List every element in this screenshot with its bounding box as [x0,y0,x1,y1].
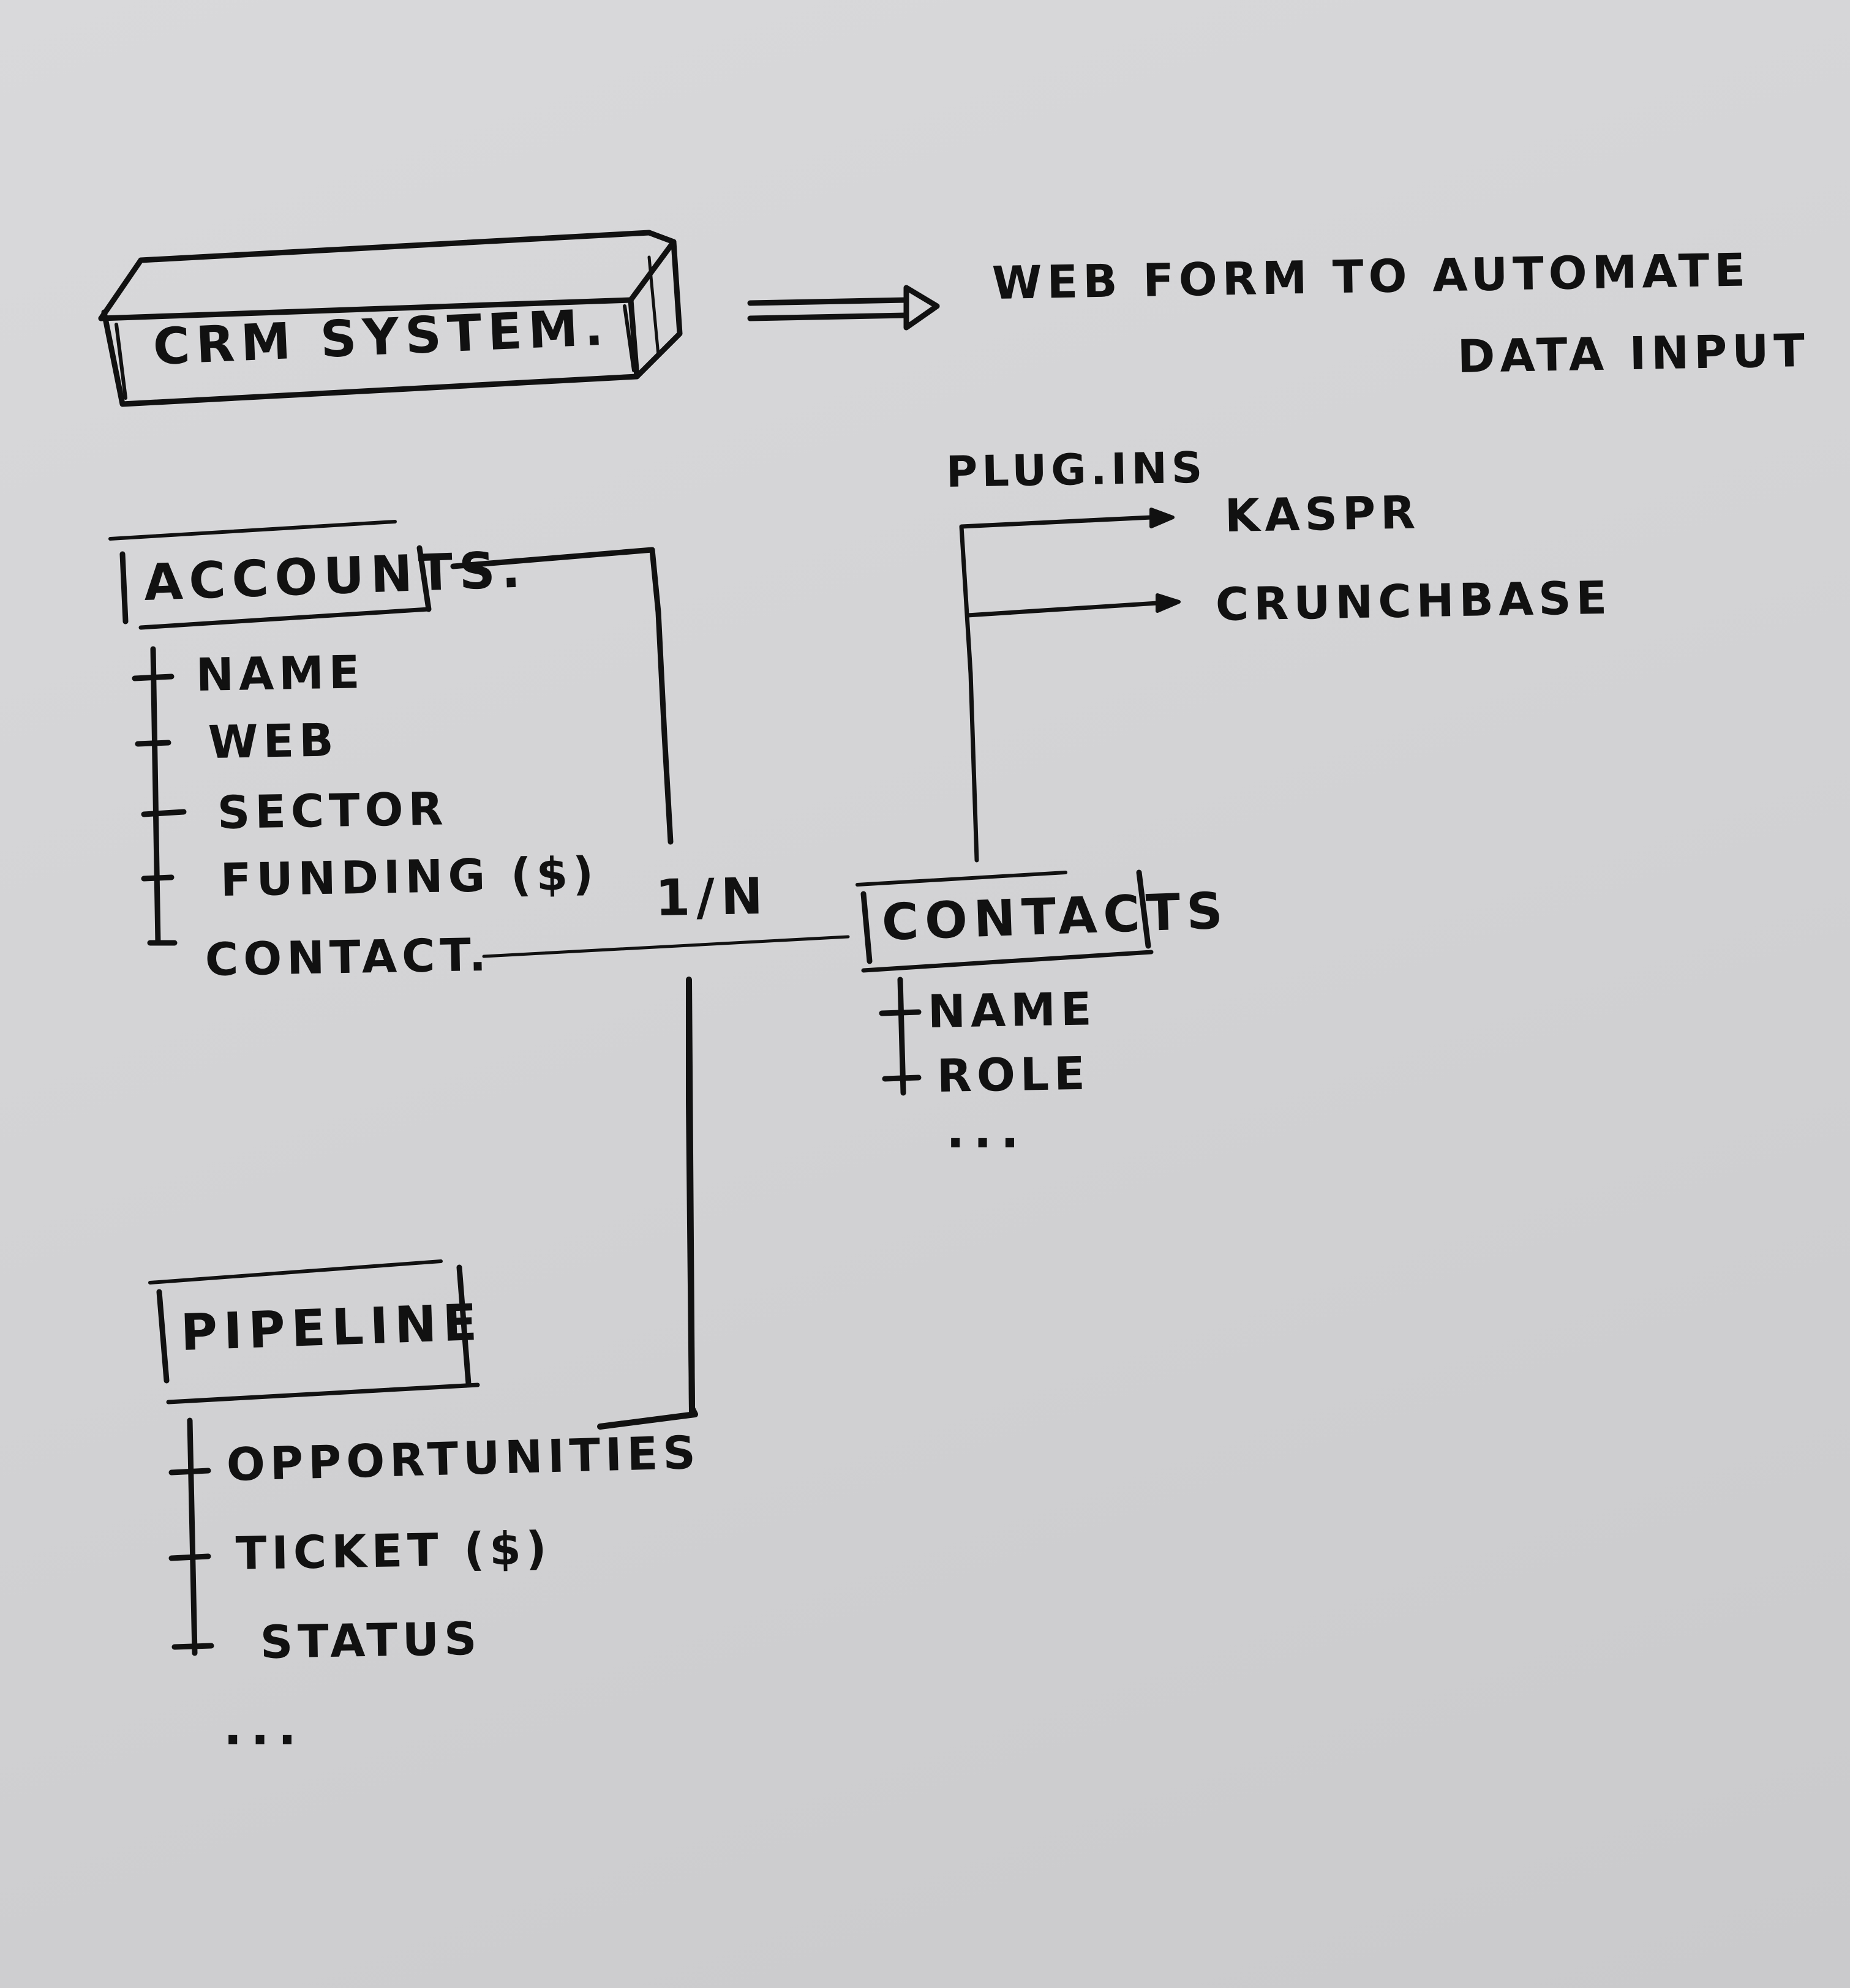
crm-system-box [98,230,683,407]
plugin-item-crunchbase: CRUNCHBASE [1215,571,1612,631]
pipeline-more: ... [224,1699,306,1756]
accounts-box [108,520,432,630]
plugins-label: PLUG.INS [946,442,1208,497]
accounts-field-web: WEB [208,714,339,769]
contacts-field-name: NAME [927,983,1097,1038]
contacts-more: ... [946,1102,1028,1159]
pipeline-field-status: STATUS [260,1612,483,1669]
contacts-title: CONTACTS [881,882,1230,952]
contacts-field-role: ROLE [936,1047,1091,1103]
contacts-tree [879,977,922,1096]
accounts-field-sector: SECTOR [217,782,449,839]
pipeline-connector-line [597,980,698,1430]
accounts-connector-line [450,547,674,845]
accounts-tree [132,646,187,946]
plugin-item-kaspr: KASPR [1224,486,1421,542]
contact-relationship-line [482,935,850,958]
accounts-field-name: NAME [195,646,366,702]
crm-double-arrow [747,285,940,331]
pipeline-title: PIPELINE [179,1293,484,1362]
relationship-cardinality: 1/N [655,867,770,928]
pipeline-field-ticket: TICKET ($) [235,1522,552,1580]
accounts-field-funding: FUNDING ($) [220,847,599,907]
pipeline-tree [168,1417,214,1656]
accounts-field-contact: CONTACT. [205,928,492,986]
plugins-tree [959,508,1181,863]
pipeline-box [148,1259,480,1405]
web-form-label-line2: DATA INPUT [1457,324,1810,383]
contacts-box [855,869,1154,973]
